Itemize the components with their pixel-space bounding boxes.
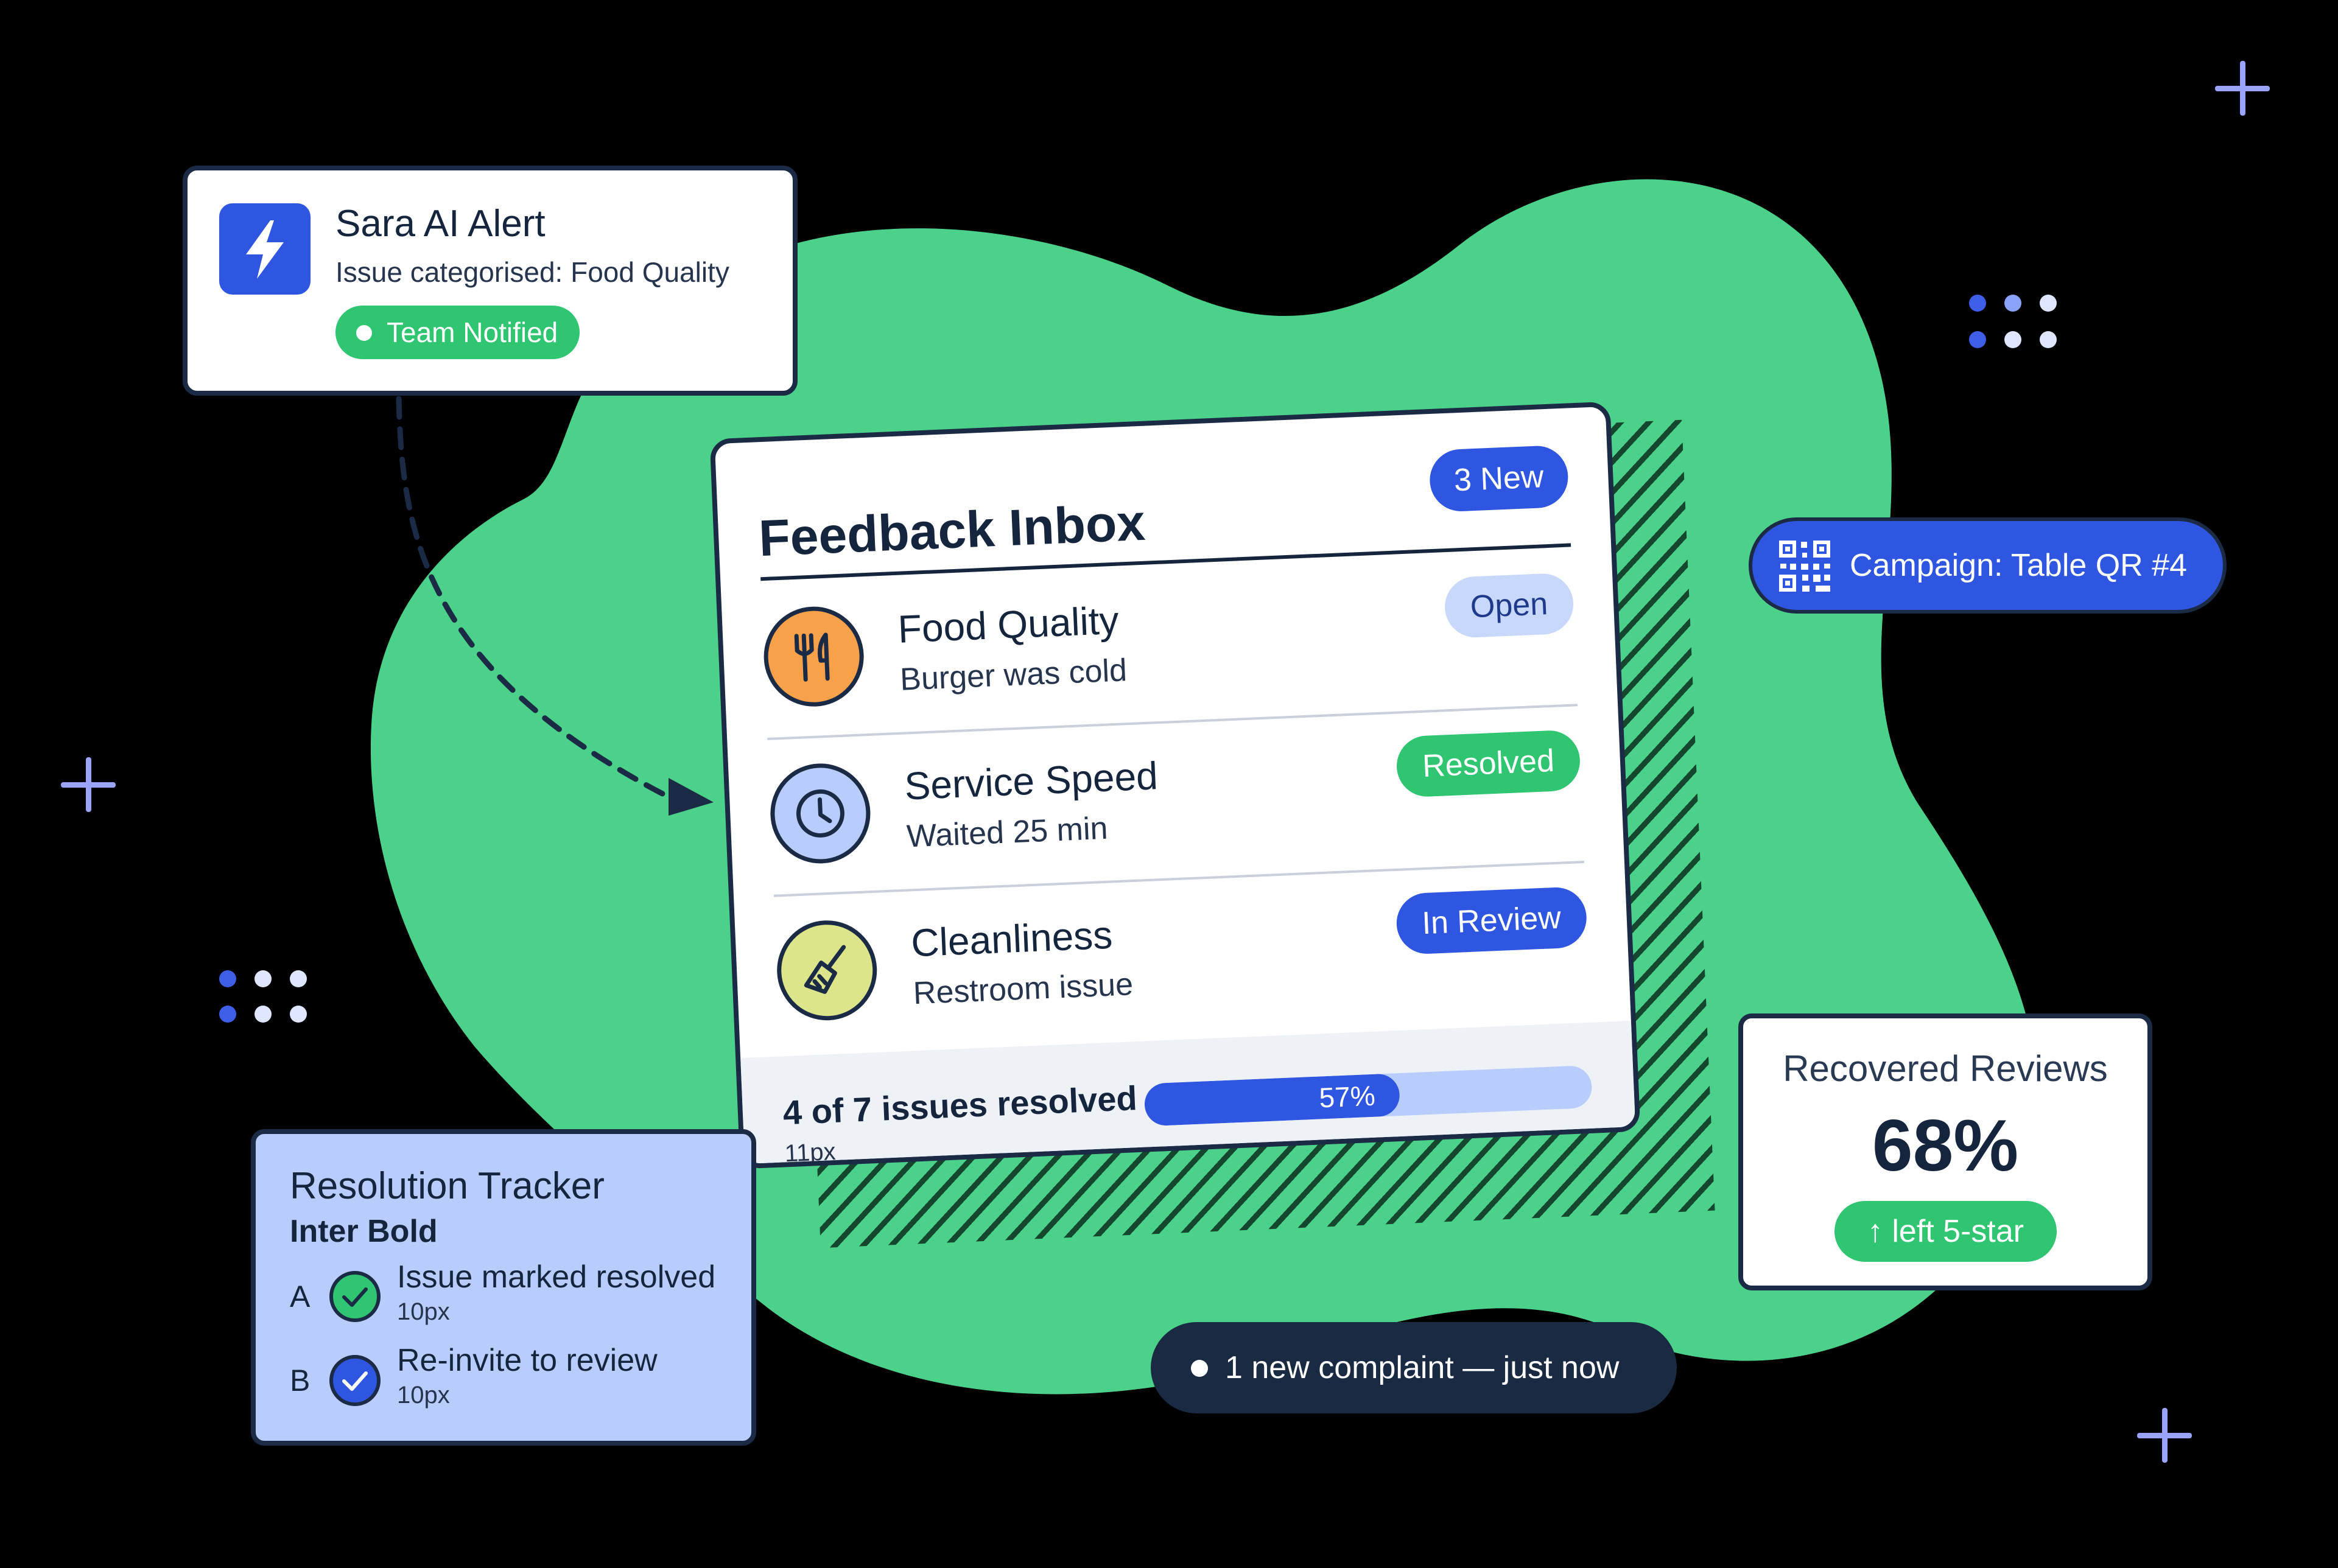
recovered-reviews-card: Recovered Reviews 68% ↑ left 5-star	[1738, 1013, 2152, 1290]
toast-message: 1 new complaint — just now	[1225, 1350, 1620, 1385]
notification-toast[interactable]: 1 new complaint — just now	[1151, 1322, 1677, 1413]
reviews-title: Recovered Reviews	[1783, 1048, 2108, 1089]
footer-note: 11px	[784, 1138, 837, 1167]
feedback-category: Service Speed	[904, 754, 1159, 808]
feedback-category: Cleanliness	[910, 912, 1114, 965]
feedback-summary: Restroom issue	[912, 967, 1134, 1012]
status-dot-icon	[356, 325, 372, 341]
resolved-count: 4 of 7 issues resolved	[782, 1079, 1138, 1132]
tracker-title: Resolution Tracker	[290, 1165, 605, 1207]
clock-icon	[768, 761, 872, 866]
step-letter: A	[290, 1279, 311, 1314]
feedback-item[interactable]: Food Quality Burger was cold Open	[761, 549, 1578, 740]
step-note: 10px	[397, 1298, 450, 1325]
new-count-badge[interactable]: 3 New	[1428, 444, 1570, 513]
status-badge-in-review[interactable]: In Review	[1395, 886, 1588, 955]
progress-fill: 57%	[1143, 1073, 1400, 1127]
step-letter: B	[290, 1363, 311, 1398]
alert-subtitle: Issue categorised: Food Quality	[335, 256, 729, 288]
resolution-tracker-card: Resolution Tracker Inter Bold A Issue ma…	[251, 1129, 756, 1446]
feedback-inbox-card: Feedback Inbox 3 New Food Quality Burger…	[709, 401, 1641, 1169]
progress-bar: 57%	[1143, 1065, 1593, 1127]
broom-icon	[774, 918, 879, 1023]
sparkle-decoration	[2137, 1408, 2192, 1463]
sparkle-decoration	[2215, 61, 2270, 116]
reviews-percentage: 68%	[1872, 1105, 2019, 1186]
status-badge-resolved[interactable]: Resolved	[1395, 729, 1581, 798]
reviews-badge: ↑ left 5-star	[1834, 1201, 2057, 1262]
lightning-bolt-icon	[219, 203, 311, 295]
fork-knife-icon	[762, 604, 866, 709]
qr-code-icon	[1779, 541, 1830, 592]
feedback-item[interactable]: Service Speed Waited 25 min Resolved	[767, 706, 1584, 897]
feedback-summary: Burger was cold	[899, 653, 1128, 698]
step-label: Issue marked resolved	[397, 1259, 716, 1295]
status-badge-open[interactable]: Open	[1443, 572, 1575, 639]
tracker-font-note: Inter Bold	[290, 1214, 438, 1249]
check-circle-icon	[329, 1355, 381, 1406]
step-label: Re-invite to review	[397, 1343, 658, 1378]
campaign-tag[interactable]: Campaign: Table QR #4	[1749, 517, 2227, 614]
feedback-category: Food Quality	[897, 598, 1120, 651]
feedback-item[interactable]: Cleanliness Restroom issue In Review	[774, 863, 1591, 1054]
status-badge-label: Team Notified	[387, 317, 558, 348]
ai-alert-card[interactable]: Sara AI Alert Issue categorised: Food Qu…	[183, 166, 798, 396]
notification-dot-icon	[1191, 1360, 1208, 1377]
alert-title: Sara AI Alert	[335, 203, 546, 245]
progress-percent: 57%	[1318, 1079, 1376, 1114]
status-badge: Team Notified	[335, 306, 580, 359]
step-note: 10px	[397, 1382, 450, 1409]
check-circle-icon	[329, 1271, 381, 1322]
sparkle-decoration	[61, 757, 116, 812]
campaign-label: Campaign: Table QR #4	[1850, 548, 2188, 583]
inbox-title: Feedback Inbox	[757, 493, 1146, 567]
feedback-summary: Waited 25 min	[905, 810, 1109, 855]
